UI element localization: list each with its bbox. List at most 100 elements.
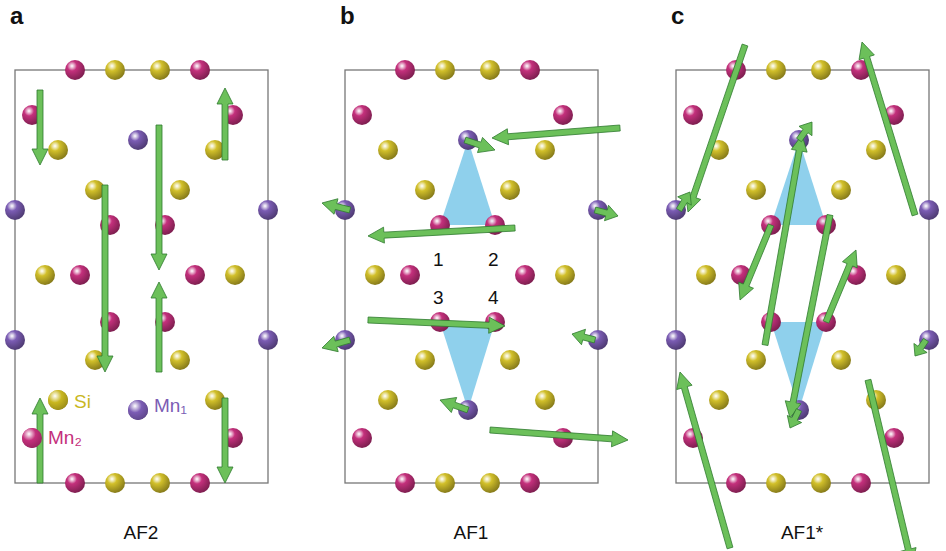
spin-arrow <box>322 336 351 351</box>
atom-swatch <box>128 400 148 420</box>
spin-arrow <box>797 122 812 142</box>
atom <box>190 473 210 493</box>
spin-arrow <box>787 409 801 428</box>
spin-arrow <box>217 398 233 483</box>
spin-arrow <box>217 88 233 160</box>
atom <box>170 350 190 370</box>
spin-arrow <box>368 317 505 333</box>
spin-arrow <box>859 42 918 216</box>
atom <box>378 140 398 160</box>
atom <box>48 390 68 410</box>
unit-cell-frame <box>15 70 268 483</box>
atom-swatch <box>22 428 42 448</box>
atom <box>919 200 939 220</box>
atom <box>480 473 500 493</box>
atom <box>766 473 786 493</box>
atom <box>185 265 205 285</box>
atom <box>415 350 435 370</box>
spin-arrow <box>686 44 748 212</box>
atom <box>553 105 573 125</box>
atom <box>378 390 398 410</box>
panel-letter: b <box>340 4 355 28</box>
atom <box>709 390 729 410</box>
atom <box>726 473 746 493</box>
atom <box>766 60 786 80</box>
atom-label: Si <box>72 392 93 411</box>
spin-arrow <box>823 250 857 323</box>
atom <box>746 350 766 370</box>
spin-arrow <box>676 192 691 212</box>
atom <box>831 350 851 370</box>
site-number: 3 <box>433 288 444 307</box>
spin-arrow <box>594 205 618 220</box>
atom <box>70 265 90 285</box>
atom-label: Mn₁ <box>152 396 189 415</box>
atom <box>22 428 42 448</box>
atom <box>150 60 170 80</box>
atom <box>831 180 851 200</box>
atom <box>415 180 435 200</box>
atom <box>395 60 415 80</box>
atom <box>5 330 25 350</box>
spin-arrow <box>32 90 48 165</box>
atom <box>500 350 520 370</box>
atom <box>258 200 278 220</box>
atom <box>515 265 535 285</box>
atom <box>746 180 766 200</box>
spin-arrow <box>492 125 620 145</box>
atom <box>696 265 716 285</box>
atom <box>150 473 170 493</box>
spin-arrow <box>914 338 929 356</box>
spin-arrow <box>572 329 596 344</box>
atom-label: Mn₂ <box>46 428 84 447</box>
spin-arrow <box>490 427 628 447</box>
atom <box>851 473 871 493</box>
atom <box>866 140 886 160</box>
atom <box>435 60 455 80</box>
atom-swatch <box>48 390 68 410</box>
atom <box>48 140 68 160</box>
atom <box>886 265 906 285</box>
panel-caption: AF1* <box>781 523 823 542</box>
atom <box>65 473 85 493</box>
spin-arrow <box>97 185 113 372</box>
spin-arrow <box>464 137 495 152</box>
atom <box>480 60 500 80</box>
atom <box>666 330 686 350</box>
atom <box>128 400 148 420</box>
atom <box>5 200 25 220</box>
atom <box>105 60 125 80</box>
atom <box>884 428 904 448</box>
atom <box>395 473 415 493</box>
atom <box>105 473 125 493</box>
spin-arrow <box>865 379 916 551</box>
atom <box>225 265 245 285</box>
atom <box>500 180 520 200</box>
spin-arrow <box>739 224 774 300</box>
atom <box>258 330 278 350</box>
shaded-triangle <box>440 322 495 410</box>
site-number: 1 <box>433 250 444 269</box>
shaded-triangle <box>440 140 495 225</box>
site-number: 2 <box>488 250 499 269</box>
atom <box>535 140 555 160</box>
atom <box>435 473 455 493</box>
atom <box>352 105 372 125</box>
spin-arrow <box>762 135 807 346</box>
spin-arrow <box>368 225 515 243</box>
atom <box>811 473 831 493</box>
atom <box>555 265 575 285</box>
panel-letter: a <box>10 4 23 28</box>
atom <box>65 60 85 80</box>
panel-caption: AF2 <box>124 523 159 542</box>
atom <box>811 60 831 80</box>
spin-arrow <box>677 372 733 549</box>
spin-arrow <box>322 199 351 215</box>
atom <box>520 473 540 493</box>
atom <box>520 60 540 80</box>
atom <box>170 180 190 200</box>
atom <box>128 130 148 150</box>
atom <box>535 390 555 410</box>
